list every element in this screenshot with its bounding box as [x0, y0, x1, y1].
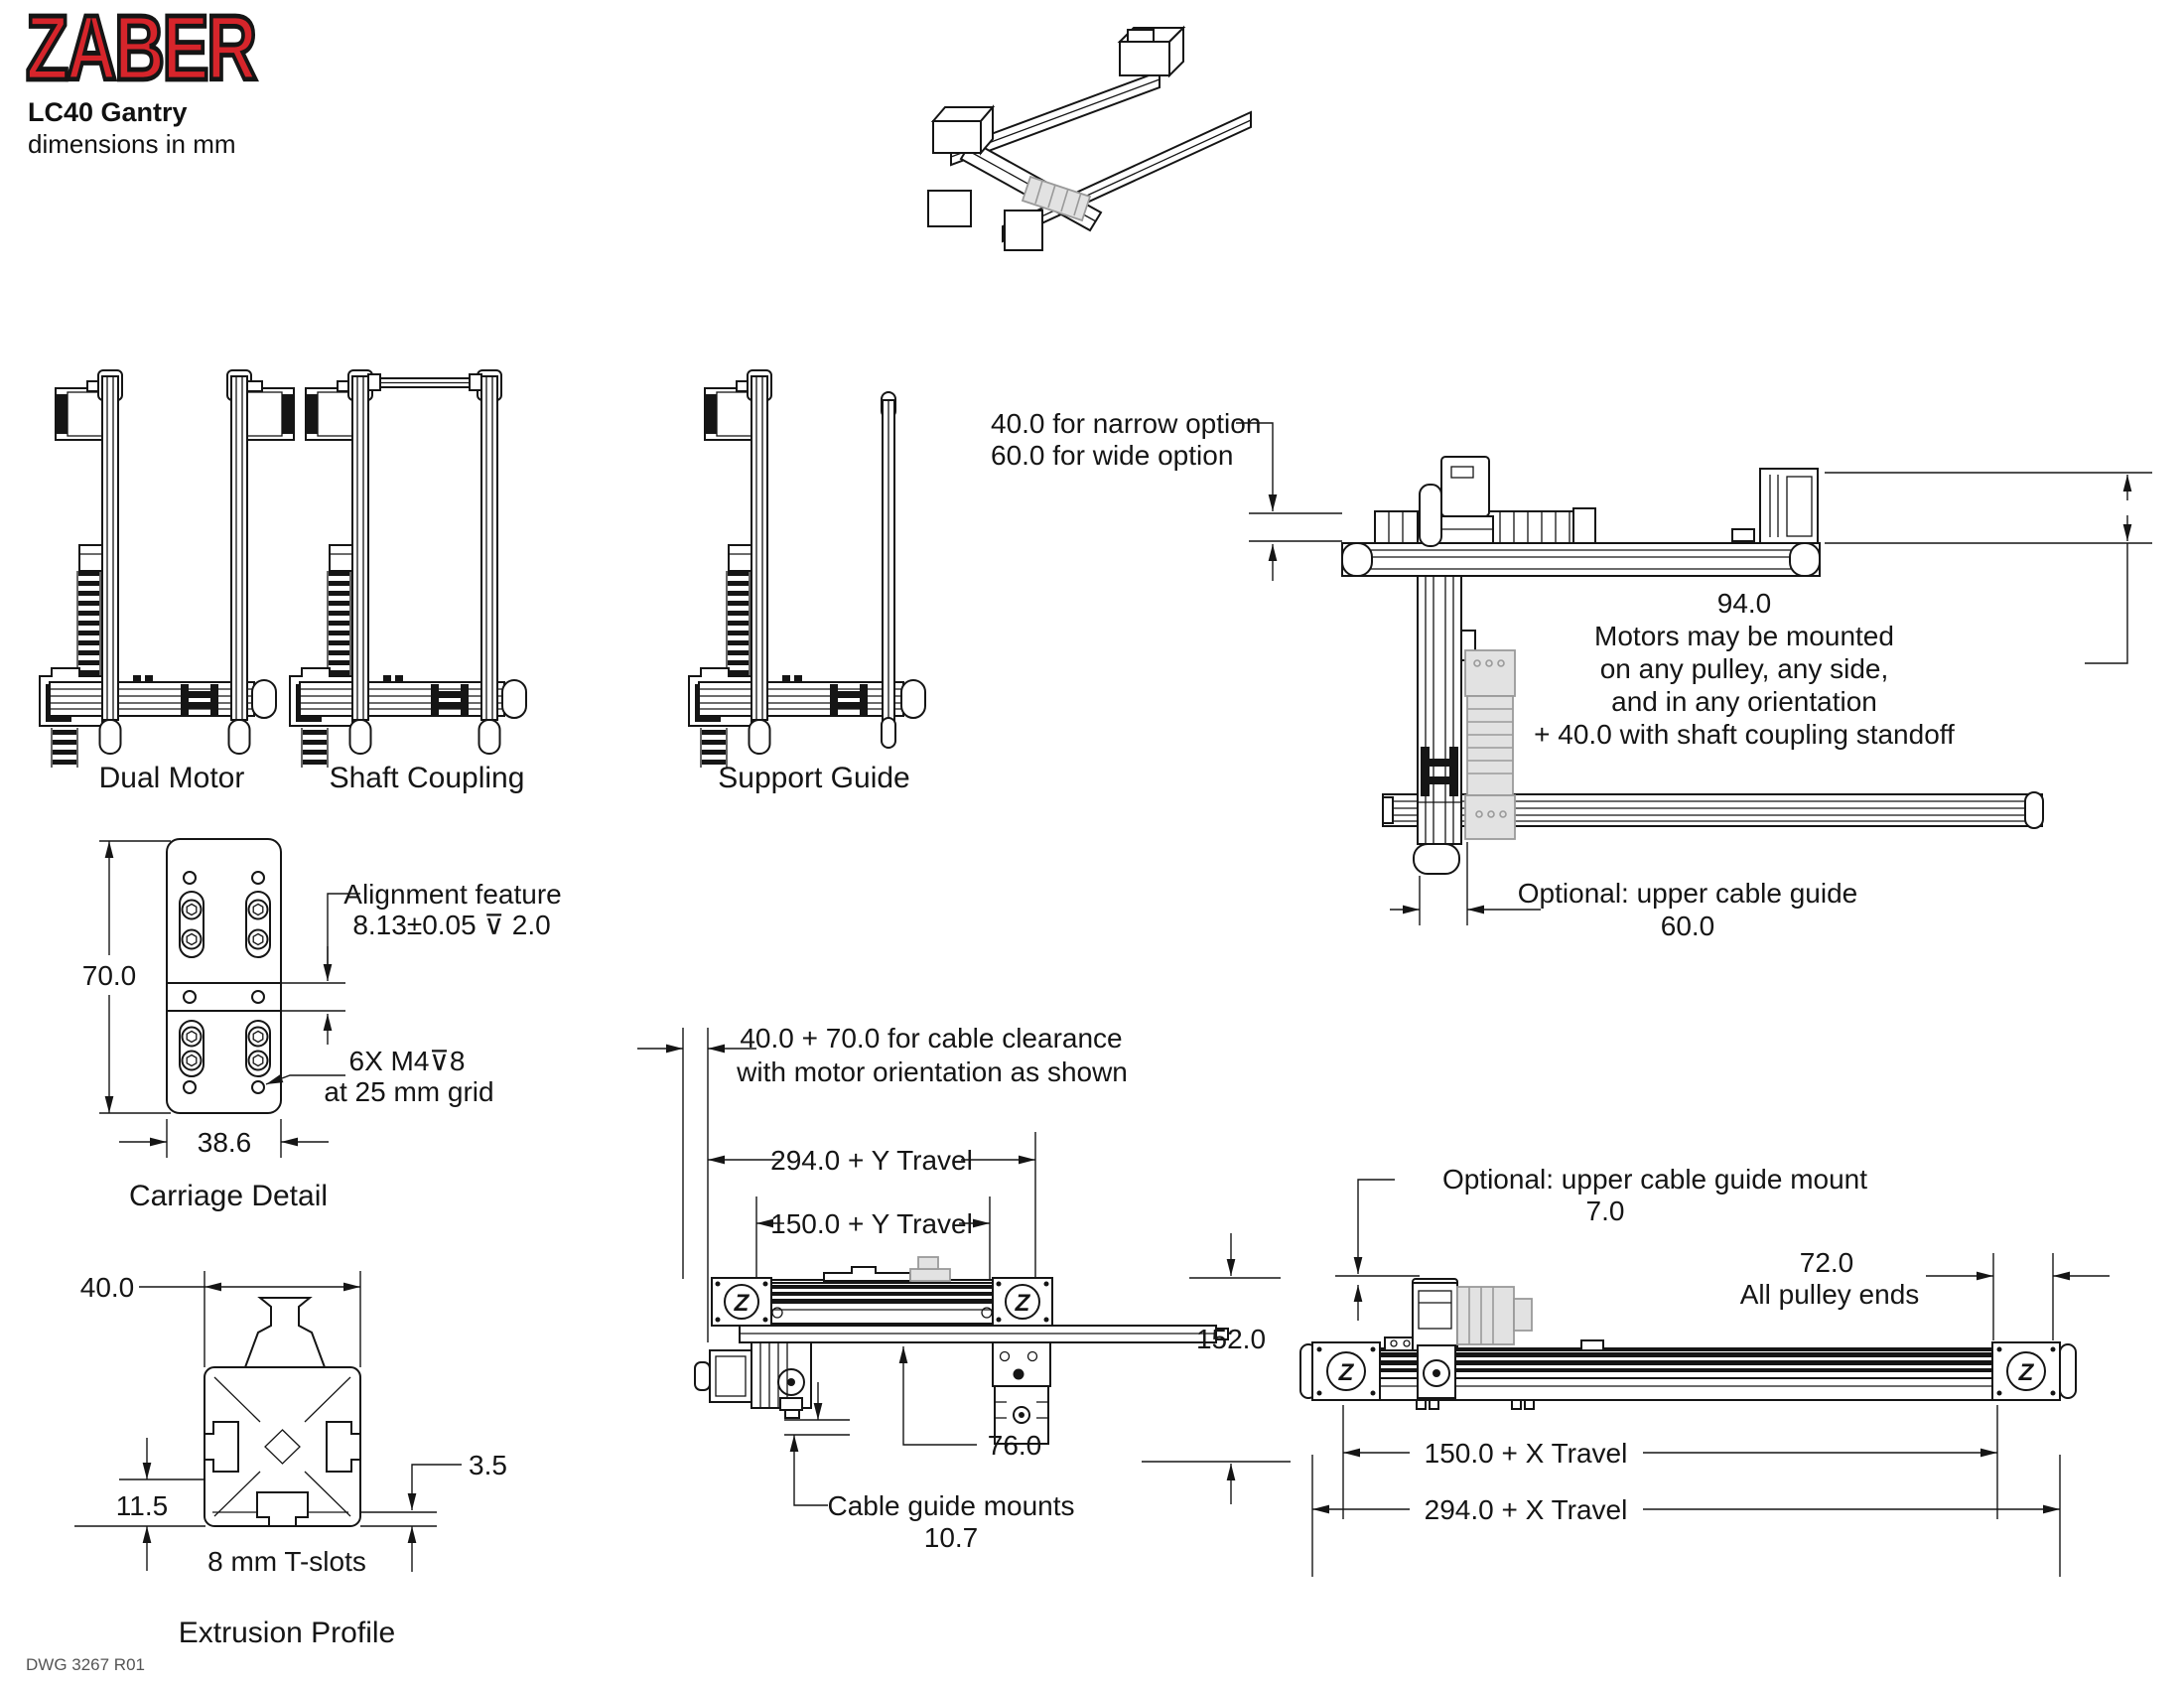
y-outer-dim: 294.0 + Y Travel — [770, 1145, 973, 1176]
x-left-end-block: Z — [1299, 1341, 1381, 1401]
label-shaft-coupling: Shaft Coupling — [330, 762, 525, 794]
alignment-feature-label: Alignment feature — [343, 879, 561, 910]
y-axis-view: 40.0 + 70.0 for cable clearance with mot… — [637, 1023, 1229, 1553]
z-logo: Z — [1015, 1290, 1031, 1317]
title-block: ZABER LC40 Gantry dimensions in mm — [24, 0, 305, 159]
plan-right-motor — [1731, 468, 1819, 544]
motor-note-line1: Motors may be mounted — [1594, 621, 1894, 651]
view-dual-motor — [39, 369, 295, 769]
label-support-guide: Support Guide — [718, 762, 909, 794]
plan-top-rail — [1341, 542, 1821, 577]
carriage-caption: Carriage Detail — [129, 1180, 328, 1212]
motor-note-line4: + 40.0 with shaft coupling standoff — [1534, 719, 1955, 750]
guide-mount-label: Optional: upper cable guide mount — [1442, 1164, 1867, 1195]
thread-callout-line1: 6X M4⊽8 — [349, 1046, 466, 1076]
z-logo: Z — [2018, 1359, 2035, 1386]
ghost-motor — [1456, 1286, 1533, 1345]
plan-height-dim: 94.0 — [1717, 588, 1772, 619]
hex-socket-holes-bottom — [181, 1026, 269, 1071]
thread-callout-line2: at 25 mm grid — [324, 1076, 493, 1107]
tslot-label: 8 mm T-slots — [207, 1546, 366, 1577]
y-right-end-block: Z — [992, 1277, 1053, 1327]
pulley-offset-dim: 76.0 — [988, 1430, 1042, 1461]
cable-mounts-label: Cable guide mounts — [827, 1490, 1074, 1521]
carriage-height-dim: 70.0 — [82, 960, 137, 991]
view-shaft-coupling — [289, 369, 527, 769]
clearance-note-line2: with motor orientation as shown — [736, 1056, 1128, 1087]
hex-socket-holes-top — [181, 899, 269, 950]
y-travel-dim: 150.0 + Y Travel — [770, 1208, 973, 1239]
x-outer-dim: 294.0 + X Travel — [1425, 1494, 1628, 1525]
plan-motor — [1436, 456, 1494, 544]
x-height-dim: 152.0 — [1196, 1324, 1266, 1354]
x-axis-view: Optional: upper cable guide mount 7.0 15… — [1142, 1164, 2110, 1577]
z-logo: Z — [734, 1290, 751, 1317]
motor-note-line2: on any pulley, any side, — [1600, 653, 1889, 684]
pulley-end-dim: 72.0 — [1800, 1247, 1854, 1278]
y-motor-assembly — [694, 1341, 812, 1419]
carriage-width-dim: 38.6 — [198, 1127, 252, 1158]
drawing-number: DWG 3267 R01 — [26, 1655, 145, 1674]
guide-mount-dim: 7.0 — [1586, 1196, 1625, 1226]
isometric-view — [927, 25, 1252, 251]
x-rail — [1379, 1339, 1993, 1410]
profile-wall-dim: 3.5 — [469, 1450, 507, 1480]
ghost-cable-chain-iso — [1021, 175, 1092, 222]
profile-body — [204, 1366, 361, 1527]
narrow-option-note: 40.0 for narrow option — [991, 408, 1261, 439]
extrusion-profile: 40.0 11.5 3.5 — [74, 1271, 507, 1649]
x-motor-assembly — [1384, 1278, 1533, 1399]
alignment-feature-dim: 8.13±0.05 ⊽ 2.0 — [352, 910, 550, 940]
x-travel-dim: 150.0 + X Travel — [1425, 1438, 1628, 1469]
cable-mounts-dim: 10.7 — [924, 1522, 979, 1553]
upper-cable-guide-dim: 60.0 — [1661, 911, 1715, 941]
view-support-guide — [688, 369, 926, 769]
profile-width-dim: 40.0 — [80, 1272, 135, 1303]
units-note: dimensions in mm — [28, 129, 236, 159]
plan-cable-chain — [1374, 507, 1596, 544]
motor-note-line3: and in any orientation — [1611, 686, 1877, 717]
extrusion-caption: Extrusion Profile — [179, 1617, 395, 1649]
carriage-detail: 70.0 38.6 Alignment feature 8.13±0.05 ⊽ … — [82, 838, 562, 1212]
plan-ghost-chain — [1464, 649, 1516, 840]
label-dual-motor: Dual Motor — [99, 762, 245, 794]
zaber-logo: ZABER — [24, 0, 259, 100]
clearance-note-line1: 40.0 + 70.0 for cable clearance — [740, 1023, 1122, 1054]
y-carriage-bracket — [992, 1341, 1051, 1445]
gantry-plan-view: 40.0 for narrow option 60.0 for wide opt… — [991, 408, 2152, 941]
product-title: LC40 Gantry — [28, 97, 188, 127]
y-left-end-block: Z — [711, 1277, 772, 1327]
ghost-guide-bracket — [909, 1256, 951, 1282]
pulley-end-label: All pulley ends — [1740, 1279, 1920, 1310]
upper-cable-guide-label: Optional: upper cable guide — [1518, 878, 1857, 909]
profile-top-tab — [244, 1297, 326, 1368]
profile-slot-depth-dim: 11.5 — [116, 1490, 168, 1521]
wide-option-note: 60.0 for wide option — [991, 440, 1233, 471]
x-right-end-block: Z — [1991, 1341, 2077, 1401]
z-logo: Z — [1338, 1359, 1355, 1386]
